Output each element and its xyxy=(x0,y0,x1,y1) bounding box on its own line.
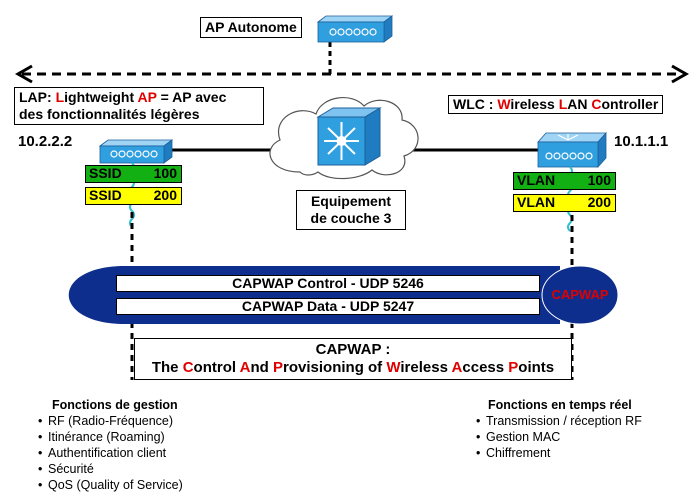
lap-prefix: LAP: xyxy=(19,89,56,105)
list-item: Chiffrement xyxy=(476,445,642,461)
fonctions-temps-reel: Fonctions en temps réel Transmission / r… xyxy=(476,397,642,461)
wlc-prefix: WLC : xyxy=(453,96,498,112)
def-A2: A xyxy=(451,359,463,376)
ssid-value: 100 xyxy=(153,165,177,181)
ap-autonome-label: AP Autonome xyxy=(200,17,302,38)
def-p1: The xyxy=(151,359,183,376)
vlan-label: VLAN xyxy=(517,172,556,188)
layer3-equipment-label: Equipement de couche 3 xyxy=(296,190,406,230)
wlc-description: WLC : Wireless LAN Controller xyxy=(448,95,664,114)
vlan-value: 200 xyxy=(587,194,611,210)
list-item: Authentification client xyxy=(38,445,183,461)
lap-description: LAP: Lightweight AP = AP avec des foncti… xyxy=(14,87,264,125)
wlc-ireless: ireless xyxy=(510,96,559,112)
vlan-200-tag: VLAN 200 xyxy=(513,194,616,212)
def-p2: ontrol xyxy=(193,359,240,376)
fonctions-temps-reel-title: Fonctions en temps réel xyxy=(488,398,632,412)
ap-autonome-device-icon xyxy=(316,15,394,43)
ssid-value: 200 xyxy=(153,187,177,203)
def-P: P xyxy=(273,359,284,376)
lap-line2: des fonctionnalités légères xyxy=(19,106,200,122)
ssid-label: SSID xyxy=(89,187,122,203)
def-p4: rovisioning of xyxy=(283,359,387,376)
wlc-L: L xyxy=(558,96,568,112)
list-item: Gestion MAC xyxy=(476,429,642,445)
lap-device-icon xyxy=(98,139,174,164)
def-p5: ireless xyxy=(400,359,452,376)
vlan-100-tag: VLAN 100 xyxy=(513,172,616,190)
capwap-data-label: CAPWAP Data - UDP 5247 xyxy=(116,298,540,315)
vlan-label: VLAN xyxy=(517,194,556,210)
l3-line2: de couche 3 xyxy=(310,210,392,226)
wlc-device-icon xyxy=(537,131,607,169)
list-item: Transmission / réception RF xyxy=(476,413,642,429)
vlan-value: 100 xyxy=(587,172,611,188)
list-item: QoS (Quality of Service) xyxy=(38,477,183,493)
wlc-ip: 10.1.1.1 xyxy=(614,133,669,150)
def-p3: nd xyxy=(250,359,273,376)
def-p6: ccess xyxy=(462,359,509,376)
list-item: RF (Radio-Fréquence) xyxy=(38,413,183,429)
network-bus-line xyxy=(14,64,690,84)
list-item: Itinérance (Roaming) xyxy=(38,429,183,445)
fonctions-gestion: Fonctions de gestion RF (Radio-Fréquence… xyxy=(38,397,183,493)
capwap-def-line1: CAPWAP : xyxy=(315,341,391,358)
lap-rest: = AP avec xyxy=(156,89,227,105)
ssid-100-tag: SSID 100 xyxy=(85,165,182,183)
def-P2: P xyxy=(508,359,519,376)
def-p7: oints xyxy=(518,359,555,376)
l3-line1: Equipement xyxy=(310,193,392,209)
def-A: A xyxy=(239,359,251,376)
wlc-C: C xyxy=(591,96,602,112)
wlc-AN: AN xyxy=(567,96,592,112)
lap-AP: AP xyxy=(137,89,157,105)
capwap-control-label: CAPWAP Control - UDP 5246 xyxy=(116,275,540,292)
lap-L: L xyxy=(55,89,65,105)
wlc-W: W xyxy=(497,96,511,112)
layer3-switch-icon xyxy=(316,107,382,166)
fonctions-gestion-title: Fonctions de gestion xyxy=(52,398,178,412)
def-W: W xyxy=(386,359,401,376)
lap-ightweight: ightweight xyxy=(64,89,138,105)
wlc-ontroller: ontroller xyxy=(601,96,659,112)
capwap-definition: CAPWAP : The Control And Provisioning of… xyxy=(134,338,572,380)
list-item: Sécurité xyxy=(38,461,183,477)
ssid-label: SSID xyxy=(89,165,122,181)
lap-ip: 10.2.2.2 xyxy=(18,133,73,150)
def-C: C xyxy=(182,359,194,376)
ssid-200-tag: SSID 200 xyxy=(85,187,182,205)
capwap-badge: CAPWAP xyxy=(551,287,609,302)
